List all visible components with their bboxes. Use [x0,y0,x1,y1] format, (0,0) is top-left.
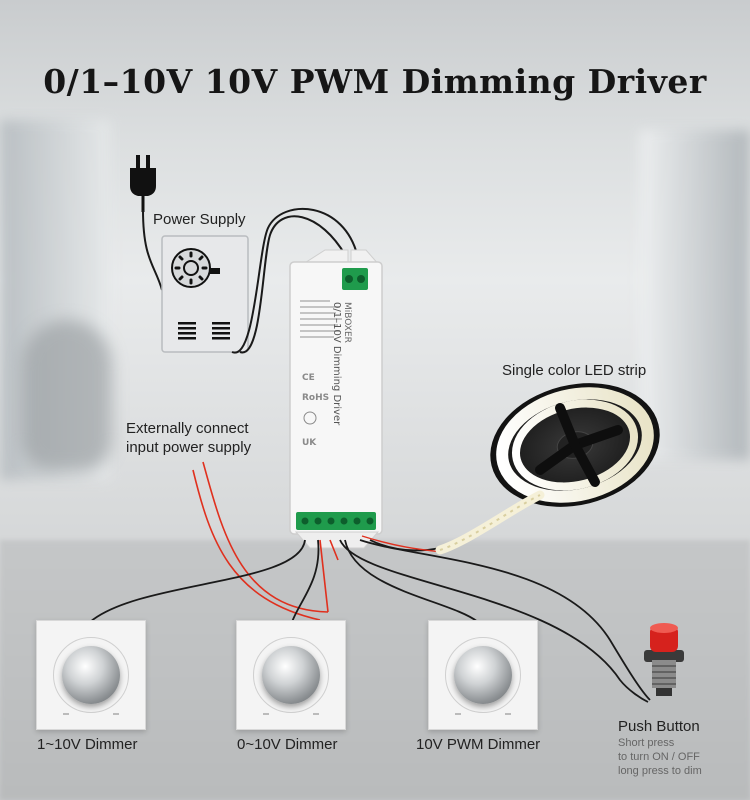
svg-text:RoHS: RoHS [302,393,329,403]
dimmer-scale-marks [455,713,511,717]
external-power-label-line1: Externally connect [126,420,249,437]
page-title: 0/1–10V 10V PWM Dimming Driver [43,62,707,101]
dimmer-knob-icon[interactable] [262,646,320,704]
dimmer-label-1-10v: 1~10V Dimmer [37,736,138,753]
dimmer-scale-marks [63,713,119,717]
push-button-label: Push Button [618,718,700,735]
background-hanging-chair [22,320,112,470]
external-power-label-line2: input power supply [126,439,252,456]
dimmer-panel-0-10v[interactable] [236,620,346,730]
driver-brand: MiBOXER [342,302,352,343]
push-button-icon [644,623,684,696]
dimmer-panel-10v-pwm[interactable] [428,620,538,730]
push-button-note: Short press to turn ON / OFF long press … [618,736,748,778]
push-button-note-line2: to turn ON / OFF [618,751,700,763]
background-window-right [640,130,750,460]
dimmer-label-10v-pwm: 10V PWM Dimmer [416,736,541,753]
push-button-note-line3: long press to dim [618,765,702,777]
dimmer-panel-1-10v[interactable] [36,620,146,730]
led-strip-reel-icon [435,383,660,555]
driver-model-title: 0/1–10V Dimming Driver [331,302,342,426]
dimmer-knob-ring [445,637,521,713]
dimmer-scale-marks [263,713,319,717]
external-power-label: Externally connect input power supply [126,419,251,457]
push-button-note-line1: Short press [618,737,675,749]
dimmer-knob-ring [53,637,129,713]
plug-cable [142,209,163,291]
dimmer-label-0-10v: 0~10V Dimmer [237,736,338,753]
power-supply-label: Power Supply [153,211,246,228]
dimmer-knob-icon[interactable] [454,646,512,704]
dimming-driver-module: CE RoHS UK [289,249,383,549]
dimmer-knob-icon[interactable] [62,646,120,704]
led-strip-label: Single color LED strip [502,362,647,379]
svg-text:CE: CE [302,373,315,383]
svg-text:UK: UK [302,438,317,448]
power-plug-icon [130,155,156,212]
power-supply-icon [161,235,249,353]
dimmer-knob-ring [253,637,329,713]
